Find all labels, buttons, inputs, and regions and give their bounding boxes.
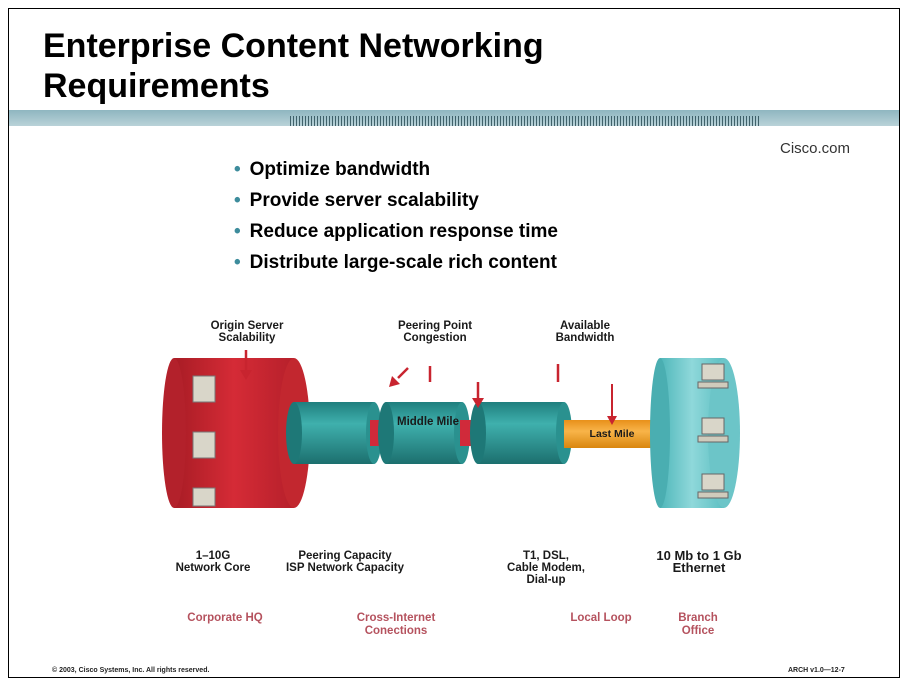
capacity-label-line: ISP Network Capacity — [285, 562, 405, 574]
computer-icon — [697, 473, 729, 499]
network-diagram: Origin Server Scalability Peering Point … — [160, 314, 760, 674]
computer-icon — [697, 363, 729, 389]
isp-pipe-1 — [286, 402, 382, 464]
bandwidth-label-line: Bandwidth — [555, 332, 615, 344]
bullet-text: Reduce application response time — [249, 221, 558, 242]
copyright-footer: © 2003, Cisco Systems, Inc. All rights r… — [52, 667, 210, 674]
requirements-list: • Optimize bandwidth • Provide server scal… — [234, 158, 558, 282]
bullet-text: Provide server scalability — [249, 190, 479, 211]
peering-label-line: Congestion — [403, 332, 467, 344]
bullet-icon: • — [234, 221, 241, 242]
middle-mile-label: Middle Mile — [397, 416, 459, 428]
available-bandwidth-label: Available Bandwidth — [540, 320, 630, 344]
peering-capacity-label: Peering Capacity ISP Network Capacity — [270, 550, 420, 574]
ethernet-label-line: 10 Mb to 1 Gb — [656, 548, 742, 563]
diagram-graphic — [162, 350, 740, 508]
access-types-label: T1, DSL, Cable Modem, Dial-up — [496, 550, 596, 586]
last-mile-label: Last Mile — [589, 428, 635, 440]
access-label-line: Dial-up — [526, 574, 566, 586]
title-line-2: Requirements — [43, 67, 270, 105]
capacity-label-line: Peering Capacity — [298, 550, 392, 562]
bullet-text: Optimize bandwidth — [249, 159, 431, 180]
peering-arrow-1 — [389, 367, 409, 387]
access-label-line: Cable Modem, — [507, 562, 585, 574]
isp-pipe-3 — [470, 402, 572, 464]
branch-label-line: Office — [681, 625, 715, 637]
bandwidth-arrow-2 — [607, 384, 617, 425]
local-loop-label: Local Loop — [570, 612, 632, 624]
bullet-item: • Provide server scalability — [234, 189, 558, 220]
access-label-line: T1, DSL, — [522, 550, 569, 562]
corporate-hq-label: Corporate HQ — [187, 612, 263, 624]
title-line-1: Enterprise Content Networking — [43, 27, 544, 65]
bullet-text: Distribute large-scale rich content — [249, 252, 557, 273]
bullet-item: • Reduce application response time — [234, 220, 558, 251]
core-label-line: 1–10G — [195, 550, 231, 562]
header-stripes — [290, 116, 760, 126]
slide-title: Enterprise Content Networking Requiremen… — [43, 26, 544, 106]
brand-label: Cisco.com — [780, 140, 851, 157]
branch-office-label: Branch Office — [668, 612, 728, 638]
internet-label-line: Cross-Internet — [356, 612, 436, 624]
peering-arrow-3 — [472, 382, 484, 408]
slide-number-footer: ARCH v1.0—12-7 — [788, 667, 845, 674]
bullet-item: • Optimize bandwidth — [234, 158, 558, 189]
origin-scalability-label: Origin Server Scalability — [202, 320, 292, 344]
peering-label-line: Peering Point — [397, 320, 473, 332]
network-core-label: 1–10G Network Core — [168, 550, 258, 574]
branch-cylinder — [650, 358, 740, 508]
middle-mile-pipe — [378, 402, 470, 464]
origin-label-line: Scalability — [218, 332, 276, 344]
branch-label-line: Branch — [678, 612, 718, 624]
ethernet-label-line: Ethernet — [672, 560, 726, 575]
origin-arrow — [240, 350, 252, 380]
bullet-item: • Distribute large-scale rich content — [234, 251, 558, 282]
core-cylinder — [162, 358, 310, 508]
internet-label-line: Conections — [364, 625, 428, 637]
origin-label-line: Origin Server — [210, 320, 284, 332]
bullet-icon: • — [234, 252, 241, 273]
bullet-icon: • — [234, 159, 241, 180]
bullet-icon: • — [234, 190, 241, 211]
computer-icon — [697, 417, 729, 443]
ethernet-label: 10 Mb to 1 Gb Ethernet — [644, 548, 754, 575]
core-label-line: Network Core — [175, 562, 251, 574]
bandwidth-label-line: Available — [559, 320, 611, 332]
peering-congestion-label: Peering Point Congestion — [390, 320, 480, 344]
cross-internet-label: Cross-Internet Conections — [336, 612, 456, 638]
